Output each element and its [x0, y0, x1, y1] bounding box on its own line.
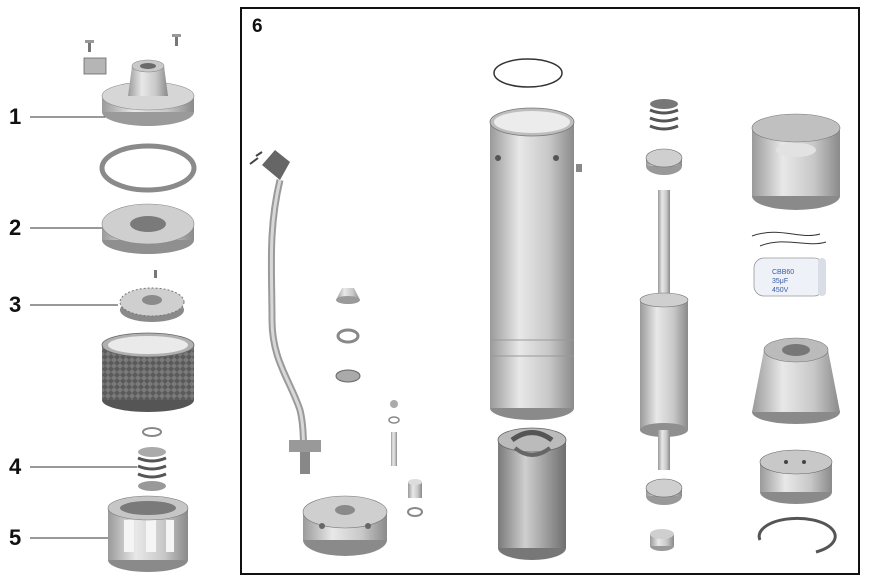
- small-fittings: [335, 288, 423, 517]
- capacitor-label-line-1: CBB60: [772, 269, 794, 276]
- stator: [497, 427, 567, 560]
- capacitor-label-line-3: 450V: [772, 287, 789, 294]
- o-ring: [493, 58, 563, 88]
- snap-ring: [757, 516, 837, 554]
- part-2-diffuser-plate: [99, 143, 197, 254]
- callout-1: 1: [9, 104, 22, 129]
- bottom-cap: [759, 449, 833, 504]
- cone-housing: [752, 337, 840, 424]
- assembly-box: [240, 7, 860, 575]
- motor-casing-tube: [489, 107, 582, 420]
- capacitor: CBB60 35μF 450V: [751, 231, 827, 297]
- motor-base: [302, 495, 388, 556]
- callout-4: 4: [9, 454, 22, 479]
- part-1-upper-housing: [83, 34, 195, 126]
- callout-5: 5: [9, 525, 22, 550]
- part-4-mechanical-seal: [137, 427, 167, 491]
- mesh-filter: [101, 332, 195, 412]
- rotor-shaft: [639, 99, 689, 551]
- power-cable-with-plug: [249, 150, 321, 474]
- callout-2: 2: [9, 215, 22, 240]
- callout-3: 3: [9, 292, 22, 317]
- part-5-suction-cage: [107, 495, 189, 572]
- upper-cup: [751, 113, 841, 210]
- part-3-impeller: [119, 270, 185, 322]
- capacitor-label-line-2: 35μF: [772, 278, 788, 285]
- assembly-box-label: 6: [252, 16, 263, 37]
